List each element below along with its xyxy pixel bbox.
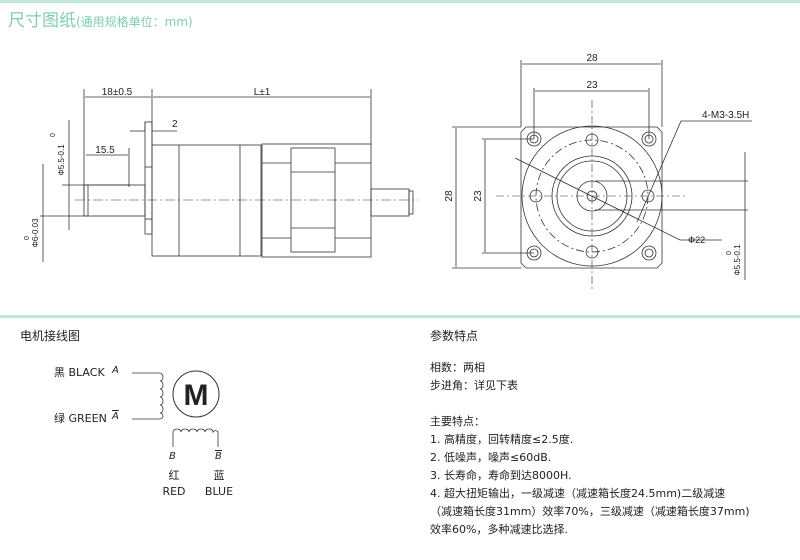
wire-a-cn: 黑: [54, 366, 65, 379]
dim-flange: 2: [172, 119, 178, 130]
pin-b: B: [169, 451, 176, 462]
dim-hole-spacing-v: 23: [473, 190, 484, 202]
wire-a-label: 黑 BLACK: [54, 364, 105, 380]
wire-abar-en: GREEN: [68, 412, 107, 425]
wire-b-en: RED: [162, 485, 186, 498]
dim-body-length: L±1: [254, 87, 271, 98]
title-unit: (通用规格单位：mm): [76, 15, 193, 29]
section-divider: [0, 315, 800, 318]
param-line: 步进角：详见下表: [430, 379, 518, 392]
wire-bbar-en: BLUE: [204, 485, 234, 498]
holes-spec: 4-M3-3.5H: [702, 110, 749, 121]
dim-flat-dia-upper: 0: [50, 133, 57, 137]
param-line: 3. 长寿命，寿命到达8000H.: [430, 469, 572, 482]
dim-shaft-dia-upper: 0: [24, 236, 31, 240]
pin-bbar: B: [215, 451, 222, 462]
pin-a: A: [112, 365, 119, 376]
wire-b-cn: 红: [168, 469, 180, 482]
dim-height: 28: [444, 190, 455, 202]
param-line: 4. 超大扭矩输出，一级减速（减速箱长度24.5mm)二级减速: [430, 487, 726, 500]
motor-symbol: M: [184, 379, 209, 412]
wire-a-en: BLACK: [68, 366, 105, 379]
pilot-dia: Φ22: [688, 235, 705, 245]
param-line: 2. 低噪声，噪声≤60dB.: [430, 451, 552, 464]
dim-shaft-dia: Φ6-0.03: [31, 218, 40, 248]
param-line: 效率60%，多种减速比选择.: [430, 523, 568, 536]
param-line: 1. 高精度，回转精度≤2.5度.: [430, 433, 574, 446]
dim-flat-dia: Φ5.5-0.1: [57, 144, 66, 176]
param-line: （减速箱长度31mm）效率70%，三级减速（减速箱长度37mm): [430, 505, 750, 518]
dim-hole-spacing: 23: [586, 80, 598, 91]
shaft-dia: Φ5.5-0.1: [733, 244, 742, 276]
wire-abar-cn: 绿: [54, 412, 65, 425]
dim-shaft-length: 18±0.5: [102, 87, 133, 98]
page-title: 尺寸图纸(通用规格单位：mm): [8, 6, 193, 31]
dim-flat-length: 15.5: [95, 145, 115, 156]
wire-abar-label: 绿 GREEN: [54, 410, 107, 426]
title-text: 尺寸图纸: [8, 11, 76, 31]
side-view-drawing: 18±0.5 L±1 2 15.5 Φ5.5-0.1 0 Φ6-0.03 0: [24, 87, 418, 262]
wiring-diagram: M: [132, 370, 220, 447]
wire-b-label: 红 RED: [160, 468, 188, 500]
dim-width: 28: [586, 53, 598, 64]
shaft-dia-upper: 0: [726, 251, 733, 255]
wire-bbar-label: 蓝 BLUE: [200, 468, 238, 500]
wire-bbar-cn: 蓝: [213, 469, 225, 482]
param-line: 主要特点：: [430, 415, 485, 428]
front-view-drawing: 28 23 28 23 4-M3-3.5H Φ22 Φ5.5-0.1 0: [444, 53, 752, 290]
param-line: 相数：两相: [430, 361, 485, 374]
pin-abar: A: [112, 411, 119, 422]
params-title: 参数特点: [430, 329, 479, 343]
top-divider: [0, 0, 800, 3]
wiring-title: 电机接线图: [20, 329, 81, 343]
